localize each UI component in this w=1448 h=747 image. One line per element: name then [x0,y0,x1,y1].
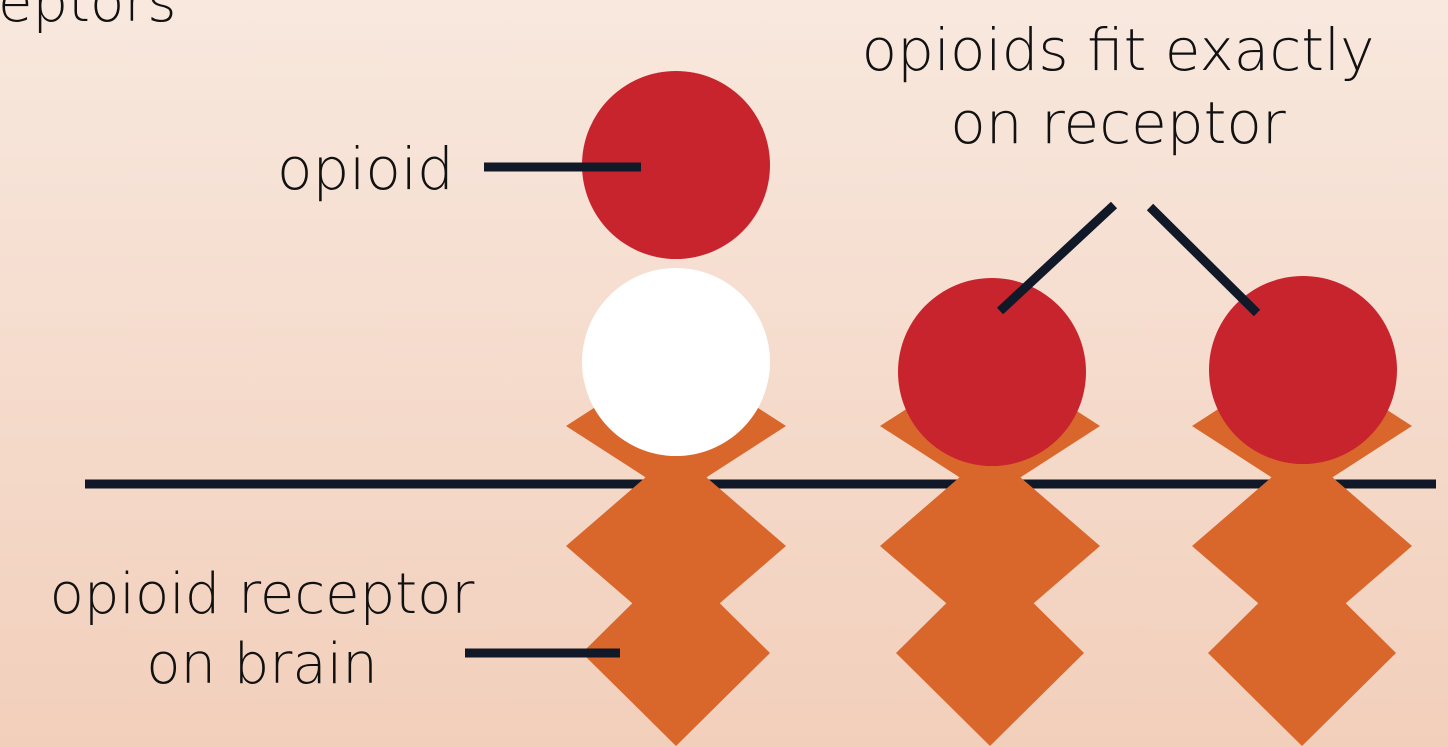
opioids-fit-label: opioids fit exactly on receptor [838,14,1398,159]
receptor-3-bottom-diamond [1208,560,1396,746]
receptor-2 [880,278,1100,746]
receptor-3 [1192,276,1412,746]
receptor-2-bottom-diamond [896,560,1084,746]
opioid-receptor-line-1: opioid receptor [50,562,475,627]
bound-opioid-2 [1209,276,1397,464]
opioid-receptor-line-2: on brain [146,632,378,697]
opioid-receptor-label: opioid receptor on brain [12,560,512,700]
empty-receptor-site [582,268,770,456]
fit-leader-line-right [1150,207,1257,313]
fit-leader-line-left [1000,205,1114,311]
opioids-fit-line-2: on receptor [950,89,1285,157]
opioid-label: opioid [277,138,454,202]
receptor-1 [566,268,786,746]
opioids-fit-line-1: opioids fit exactly [862,16,1375,84]
bound-opioid-1 [898,278,1086,466]
